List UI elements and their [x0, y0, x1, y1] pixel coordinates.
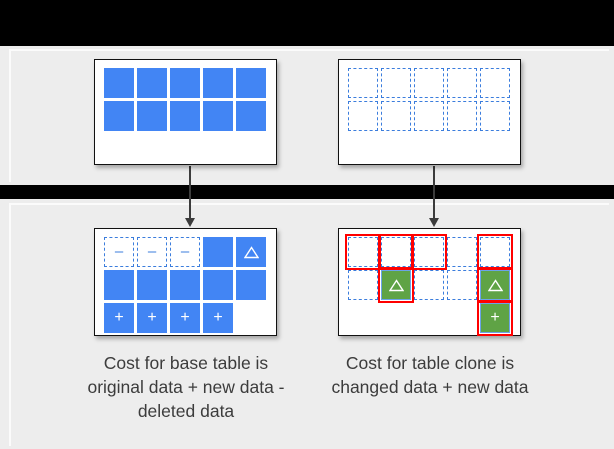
table-cell-solid-r2c1	[104, 270, 134, 300]
clone-table-after-grid: +	[345, 234, 513, 336]
panel-edge-strip-bottom-horizontal	[9, 203, 609, 205]
table-cell-dashed-r1c1	[345, 234, 381, 270]
table-cell-solid-r2c3	[170, 101, 200, 131]
table-cell-solid-plus-r3c3: +	[170, 303, 200, 333]
base-table-after-grid: – – – + + + +	[104, 237, 266, 333]
table-cell-solid-plus-r3c2: +	[137, 303, 167, 333]
table-cell-solid-r1c2	[137, 68, 167, 98]
separator-band	[0, 185, 614, 199]
table-cell-solid-triangle-r1c5	[236, 237, 266, 267]
base-table-after: – – – + + + +	[94, 228, 277, 336]
table-cell-solid-r2c5	[236, 101, 266, 131]
table-cell-dashed-r2c4	[447, 270, 477, 300]
table-cell-solid-r1c5	[236, 68, 266, 98]
table-cell-empty-r3c3	[414, 303, 444, 333]
caption-base-table: Cost for base table is original data + n…	[87, 353, 285, 422]
table-cell-empty-r3c1	[348, 303, 378, 333]
plus-icon: +	[114, 308, 124, 326]
base-table-before	[94, 59, 277, 165]
table-cell-dashed-r2c1	[348, 101, 378, 131]
table-cell-solid-r1c1	[104, 68, 134, 98]
table-cell-empty-r3c2	[381, 303, 411, 333]
caption-table-clone: Cost for table clone is changed data + n…	[331, 353, 529, 398]
plus-icon: +	[147, 308, 157, 326]
table-cell-dashed-r2c3	[414, 270, 444, 300]
table-cell-dashed-r1c2	[378, 234, 414, 270]
table-cell-green-plus-r3c5: +	[477, 300, 513, 336]
table-cell-dashed-r1c3	[411, 234, 447, 270]
clone-table-before-grid	[348, 68, 510, 131]
table-cell-dashed-minus-r1c2: –	[137, 237, 167, 267]
plus-icon: +	[490, 308, 500, 326]
table-cell-dashed-minus-r1c1: –	[104, 237, 134, 267]
triangle-icon	[243, 245, 259, 258]
panel-edge-strip-bottom	[9, 203, 11, 446]
table-cell-empty-r3c4	[447, 303, 477, 333]
arrow-base-head-icon	[184, 218, 195, 227]
clone-table-after: +	[338, 228, 521, 336]
table-cell-solid-r2c1	[104, 101, 134, 131]
arrow-clone-head-icon	[428, 218, 439, 227]
table-cell-empty-r3c5	[236, 303, 266, 333]
table-cell-dashed-minus-r1c3: –	[170, 237, 200, 267]
table-cell-solid-r2c2	[137, 101, 167, 131]
table-cell-dashed-r1c3	[414, 68, 444, 98]
table-cell-dashed-r2c2	[381, 101, 411, 131]
table-cell-solid-plus-r3c1: +	[104, 303, 134, 333]
minus-icon: –	[114, 242, 124, 260]
plus-icon: +	[180, 308, 190, 326]
table-cell-dashed-r2c4	[447, 101, 477, 131]
table-cell-solid-r2c4	[203, 101, 233, 131]
arrow-base-shaft	[189, 166, 191, 220]
panel-edge-strip-top-horizontal	[9, 49, 609, 51]
table-cell-dashed-r2c1	[348, 270, 378, 300]
triangle-icon	[388, 278, 404, 291]
table-cell-dashed-r1c5	[480, 68, 510, 98]
table-cell-solid-r1c3	[170, 68, 200, 98]
table-cell-dashed-r1c5	[477, 234, 513, 270]
slide-panel-top	[0, 46, 614, 185]
triangle-icon	[487, 278, 503, 291]
table-cell-solid-r2c3	[170, 270, 200, 300]
minus-icon: –	[147, 242, 157, 260]
base-table-before-grid	[104, 68, 266, 131]
panel-edge-strip-top	[9, 49, 11, 182]
table-cell-dashed-r1c4	[447, 237, 477, 267]
table-cell-solid-r2c2	[137, 270, 167, 300]
table-cell-solid-r1c4	[203, 68, 233, 98]
table-cell-green-triangle-r2c5	[477, 267, 513, 303]
table-cell-solid-r1c4	[203, 237, 233, 267]
plus-icon: +	[213, 308, 223, 326]
table-cell-dashed-r1c4	[447, 68, 477, 98]
table-cell-dashed-r2c3	[414, 101, 444, 131]
table-cell-dashed-r2c5	[480, 101, 510, 131]
table-cell-green-triangle-r2c2	[378, 267, 414, 303]
table-cell-dashed-r1c1	[348, 68, 378, 98]
arrow-clone-shaft	[433, 166, 435, 220]
table-cell-solid-plus-r3c4: +	[203, 303, 233, 333]
table-cell-dashed-r1c2	[381, 68, 411, 98]
minus-icon: –	[180, 242, 190, 260]
table-cell-solid-r2c4	[203, 270, 233, 300]
clone-table-before	[338, 59, 521, 165]
table-cell-solid-r2c5	[236, 270, 266, 300]
